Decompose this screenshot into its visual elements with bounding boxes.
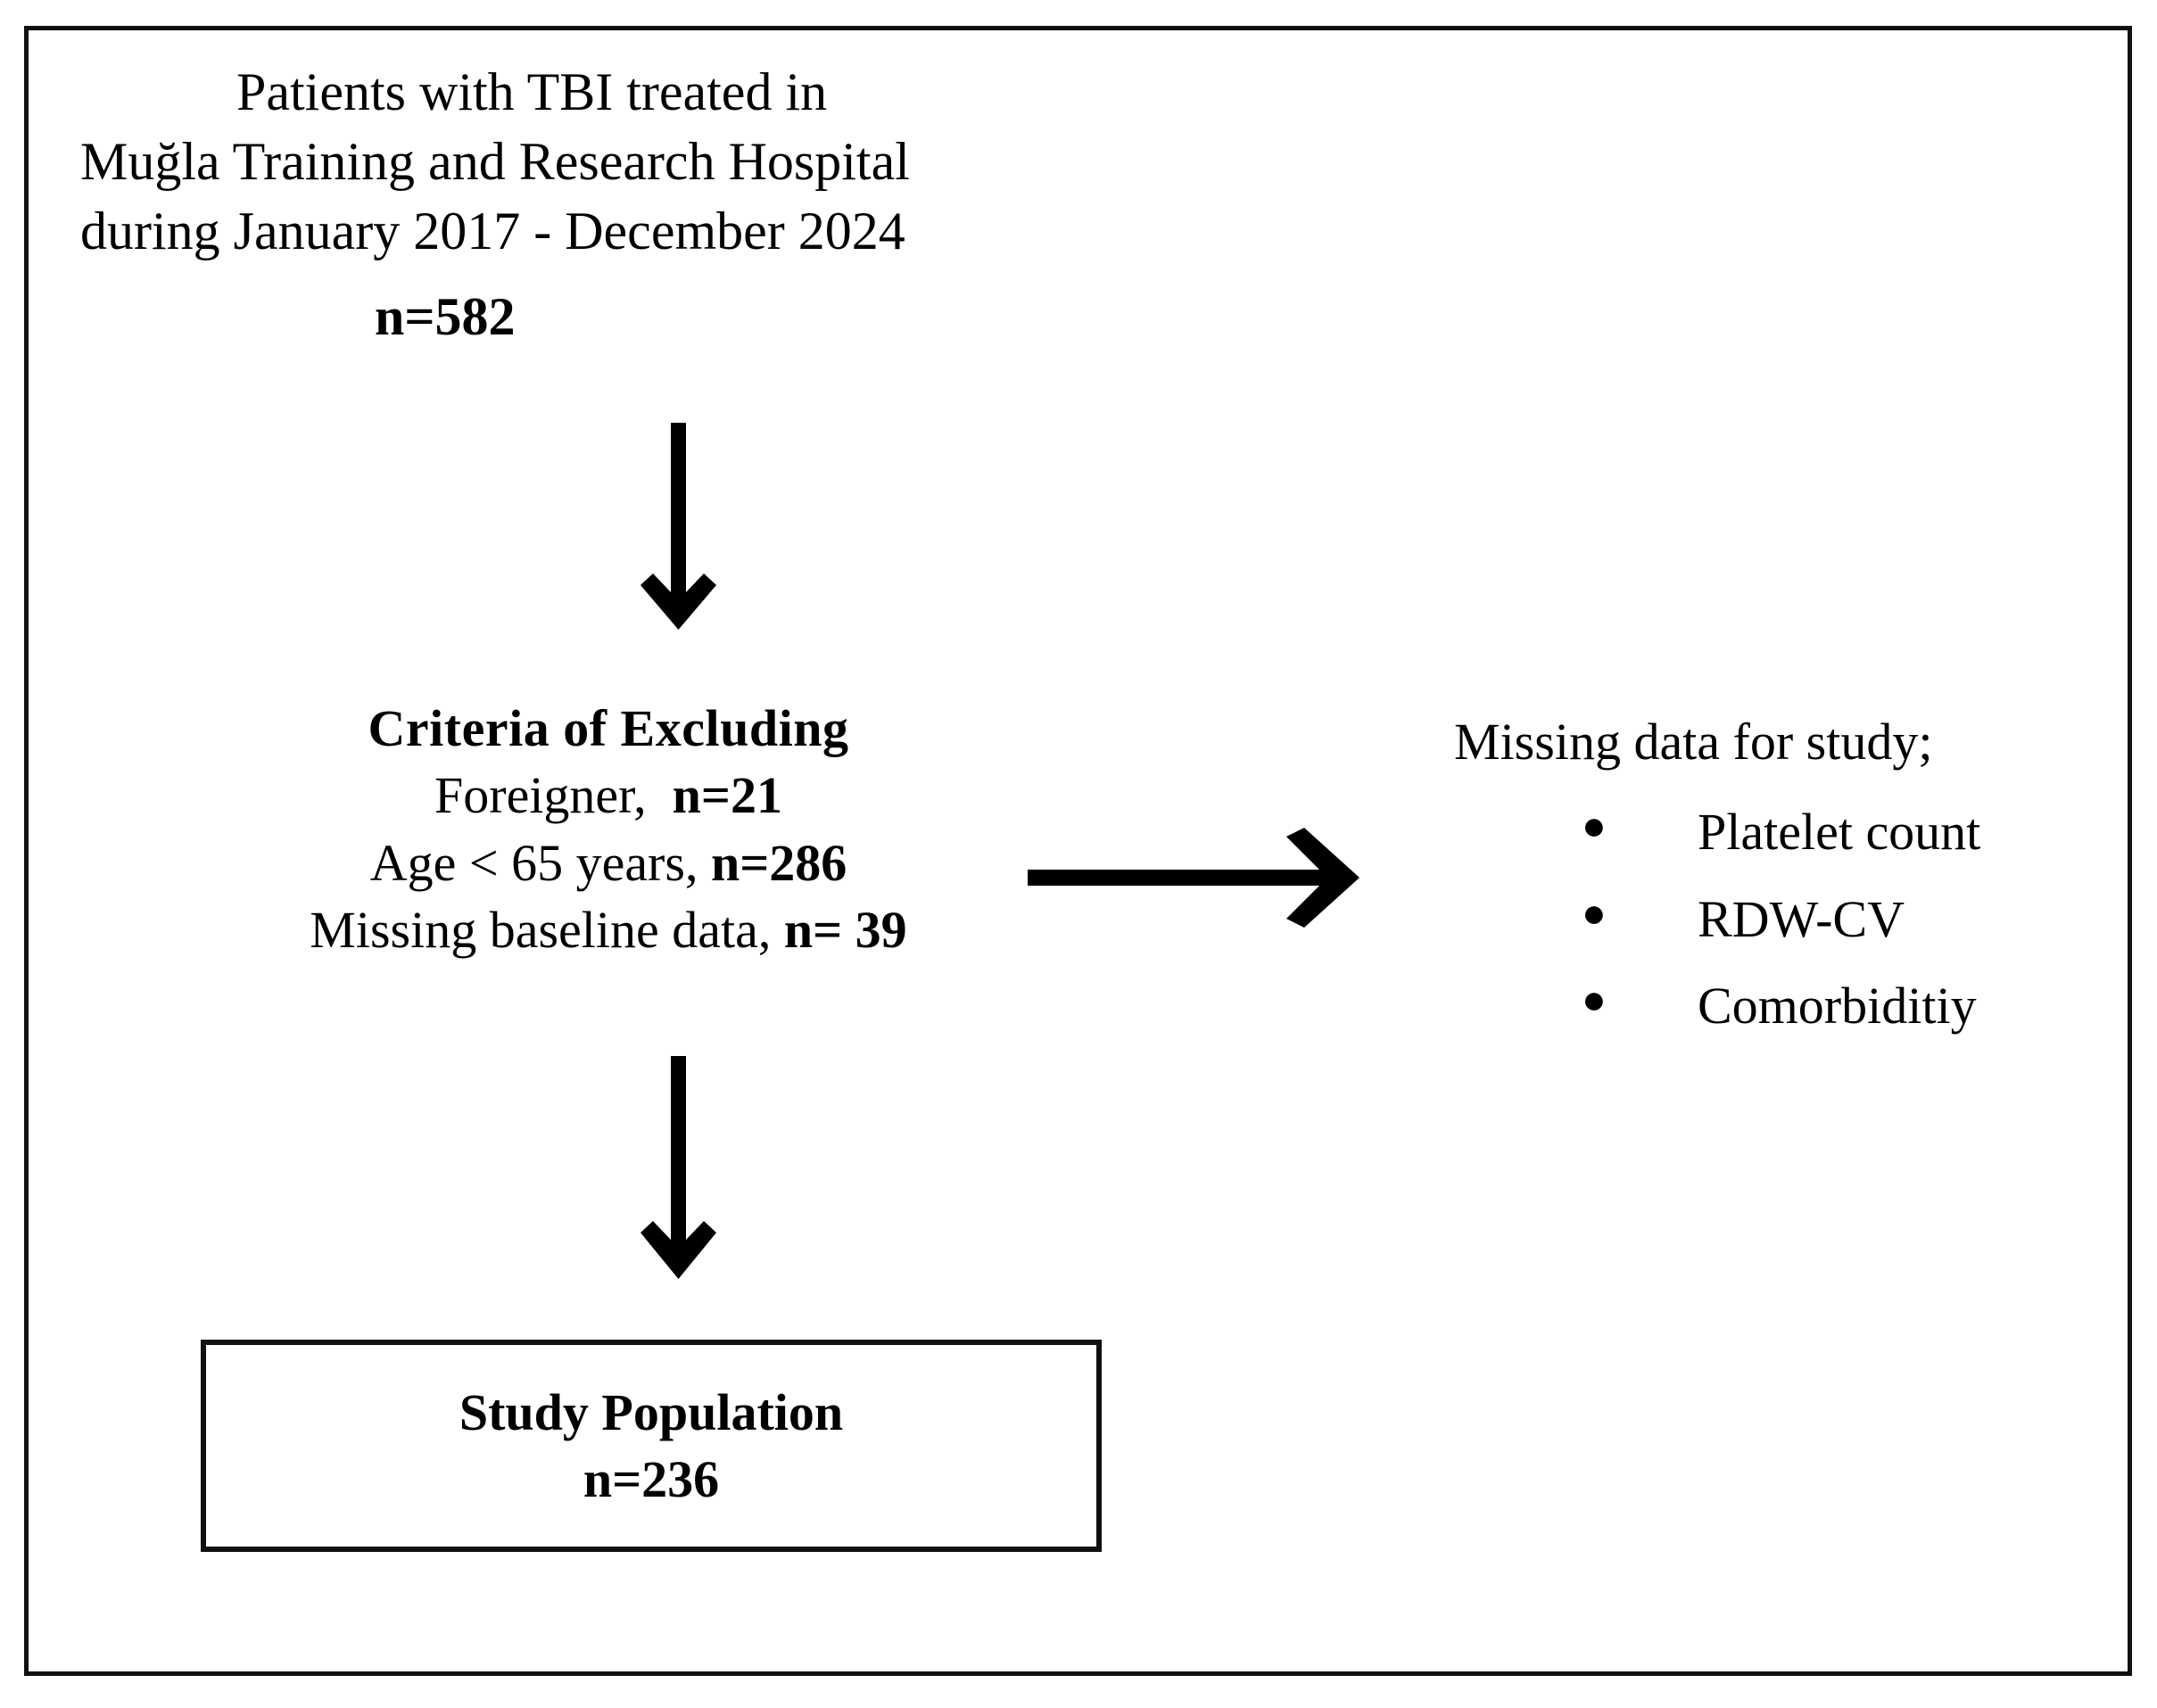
exclusion-criteria-block: Criteria of Excluding Foreigner, n=21 Ag… [153,695,1063,964]
criteria-item-foreigner: Foreigner, n=21 [153,762,1063,829]
source-population-block: Patients with TBI treated in Muğla Train… [80,57,1267,351]
source-line-1: Patients with TBI treated in [236,62,828,121]
criteria-item-age: Age < 65 years, n=286 [153,829,1063,896]
criteria-item-age-label: Age < 65 years, [369,833,698,892]
bullet-icon: ● [1582,889,1607,936]
study-population-box: Study Population n=236 [201,1340,1102,1552]
study-population-count: n=236 [583,1450,720,1508]
figure-frame: Patients with TBI treated in Muğla Train… [24,26,2132,1676]
criteria-item-foreigner-label: Foreigner, [434,766,647,825]
criteria-item-missing-baseline-label: Missing baseline data, [310,901,772,960]
list-item: ● RDW-CV [1454,886,2157,953]
missing-data-item-platelet-count: Platelet count [1698,803,1981,862]
bullet-icon: ● [1582,803,1607,849]
arrow-criteria-to-study-icon [608,1056,751,1319]
study-population-title: Study Population [459,1382,844,1441]
criteria-item-age-count: n=286 [710,833,847,892]
list-item: ● Platelet count [1454,798,2157,865]
criteria-item-foreigner-count: n=21 [672,766,782,825]
source-line-3: during January 2017 - December 2024 [80,202,905,260]
missing-data-title: Missing data for study; [1454,713,1933,771]
source-line-2: Muğla Training and Research Hospital [80,132,910,191]
arrow-criteria-to-missing-icon [1028,824,1402,936]
criteria-item-missing-baseline: Missing baseline data, n= 39 [153,896,1063,963]
list-item: ● Comorbiditiy [1454,972,2157,1039]
missing-data-item-comorbidity: Comorbiditiy [1698,977,1977,1036]
arrow-source-to-criteria-icon [608,423,751,659]
missing-data-block: Missing data for study; ● Platelet count… [1454,708,2157,1060]
source-count-label: n=582 [375,287,516,346]
bullet-icon: ● [1582,977,1607,1023]
missing-data-item-rdw-cv: RDW-CV [1698,889,1905,948]
criteria-item-missing-baseline-count: n= 39 [783,901,907,960]
criteria-heading: Criteria of Excluding [368,699,849,757]
